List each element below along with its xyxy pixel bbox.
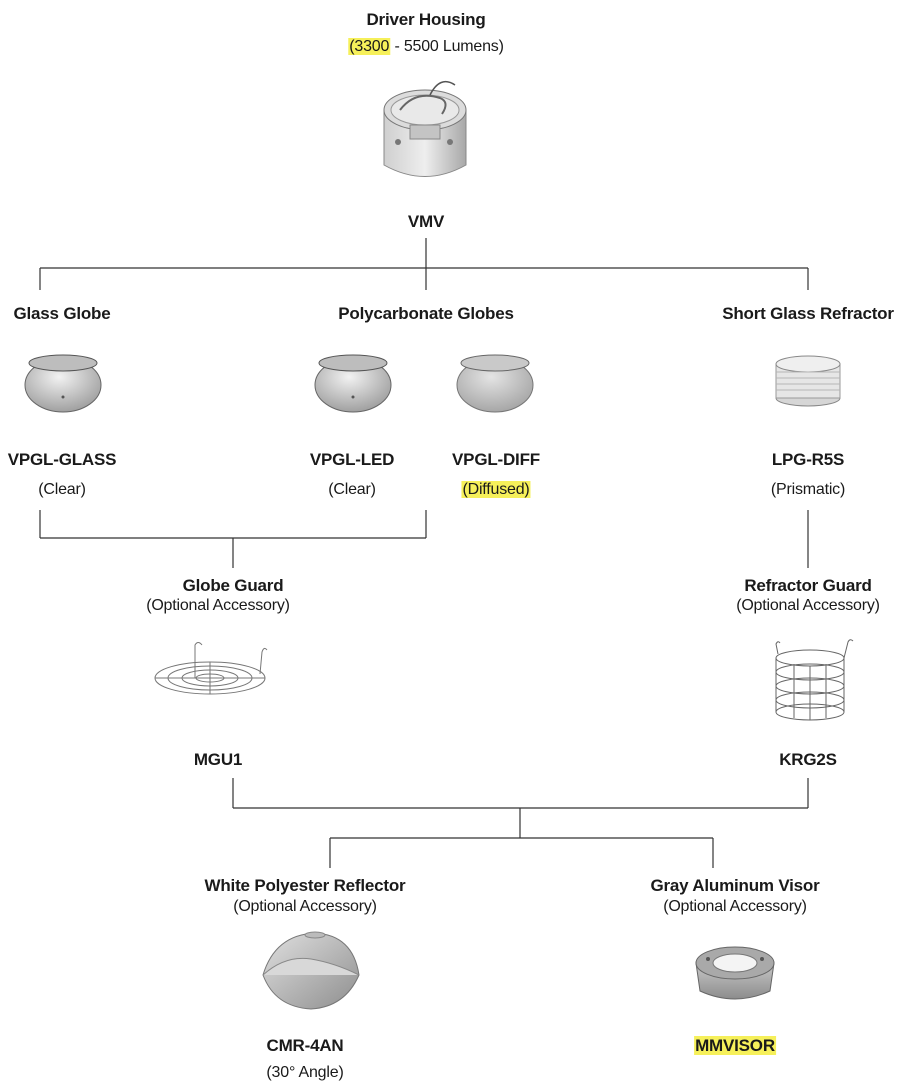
lumens-rest: - 5500 Lumens) [390, 38, 504, 55]
vmv-code: VMV [407, 212, 445, 231]
refractor-guard-desc: (Optional Accessory) [736, 597, 880, 614]
polycarbonate-title: Polycarbonate Globes [338, 304, 514, 323]
vpgl-diff-desc: (Diffused) [461, 481, 531, 499]
driver-housing-title: Driver Housing [366, 10, 486, 29]
lpg-r5s-desc: (Prismatic) [770, 481, 846, 498]
glass-globe-image [24, 354, 102, 413]
mmvisor-highlight: MMVISOR [694, 1036, 776, 1055]
cmr-4an-code: CMR-4AN [266, 1036, 344, 1055]
mgu1-code: MGU1 [193, 750, 243, 769]
vpgl-led-image [314, 354, 392, 413]
reflector-desc: (Optional Accessory) [233, 898, 377, 915]
vpgl-diff-image [456, 354, 534, 413]
driver-housing-image [383, 80, 467, 177]
visor-desc: (Optional Accessory) [663, 898, 807, 915]
globe-guard-title: Globe Guard [182, 576, 284, 595]
reflector-title: White Polyester Reflector [204, 876, 406, 895]
globe-guard-desc: (Optional Accessory) [146, 597, 290, 614]
vpgl-led-desc: (Clear) [328, 481, 376, 498]
diffused-highlight: (Diffused) [461, 481, 531, 498]
cmr-4an-angle: (30° Angle) [266, 1064, 344, 1081]
refractor-image [775, 355, 841, 407]
vpgl-diff-code: VPGL-DIFF [452, 450, 540, 469]
lpg-r5s-code: LPG-R5S [771, 450, 845, 469]
mmvisor-code: MMVISOR [694, 1036, 776, 1056]
visor-title: Gray Aluminum Visor [650, 876, 820, 895]
globe-guard-image [154, 642, 268, 695]
reflector-image [262, 931, 360, 1010]
visor-image [695, 946, 775, 1000]
glass-globe-title: Glass Globe [13, 304, 111, 323]
vpgl-glass-code: VPGL-GLASS [7, 450, 117, 469]
vpgl-glass-desc: (Clear) [38, 481, 86, 498]
driver-housing-lumens: (3300 - 5500 Lumens) [348, 38, 504, 56]
refractor-guard-title: Refractor Guard [744, 576, 872, 595]
vpgl-led-code: VPGL-LED [309, 450, 395, 469]
refractor-guard-image [775, 639, 854, 721]
refractor-title: Short Glass Refractor [722, 304, 894, 323]
lumens-low-highlight: (3300 [348, 38, 391, 55]
krg2s-code: KRG2S [779, 750, 837, 769]
